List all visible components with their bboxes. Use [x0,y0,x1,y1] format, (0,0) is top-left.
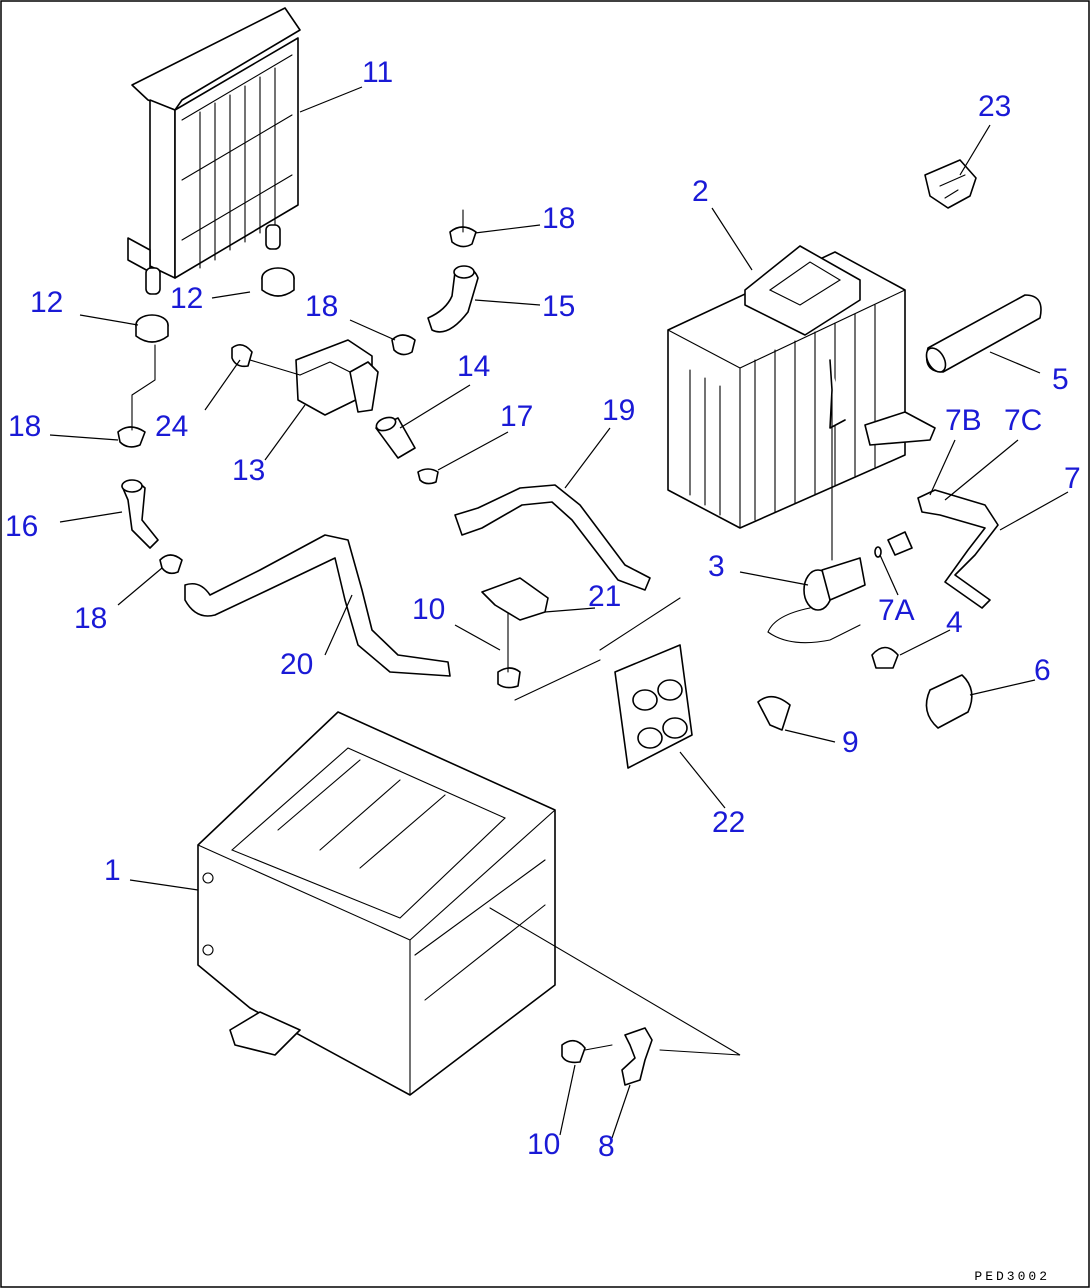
callout-7c: 7C [1004,404,1043,437]
part-18-clamp-d [159,554,183,575]
callout-12: 12 [170,282,204,315]
callout-16: 16 [5,510,39,543]
callout-24: 24 [155,410,189,443]
callout-11: 11 [362,56,394,89]
callout-19: 19 [602,394,636,427]
callout-18: 18 [74,602,108,635]
callout-13: 13 [232,454,266,487]
drawing-code: PED3002 [974,1269,1050,1284]
callout-12: 12 [30,286,64,319]
callout-5: 5 [1052,363,1069,396]
part-20-hose [184,534,451,677]
leader-lines [49,86,1069,1139]
callout-3: 3 [708,550,725,583]
part-1-heater-case [197,711,556,1096]
callout-9: 9 [842,726,859,759]
part-7-pipe [874,489,999,609]
callout-15: 15 [542,290,576,323]
callout-4: 4 [946,606,963,639]
callout-7a: 7A [878,594,915,627]
callout-22: 22 [712,806,746,839]
callout-2: 2 [692,175,709,208]
part-14-hose [375,416,416,459]
callout-7b: 7B [945,404,982,437]
part-22-panel [514,597,693,769]
callout-7: 7 [1064,462,1081,495]
callout-18: 18 [542,202,576,235]
part-12-grommet-b [135,314,169,343]
part-13-water-valve [231,339,379,416]
part-12-grommet-a [261,267,295,297]
callout-6: 6 [1034,654,1051,687]
callout-10: 10 [412,593,446,626]
callout-18: 18 [8,410,42,443]
callout-20: 20 [280,648,314,681]
part-11-heater-core [127,7,301,295]
part-4-clip [871,646,899,669]
part-18-clamp-c [117,344,156,448]
callout-1: 1 [104,854,121,887]
callout-10: 10 [527,1128,561,1161]
part-17-clip [417,468,439,485]
callout-23: 23 [978,90,1012,123]
callout-17: 17 [500,400,534,433]
callout-14: 14 [457,350,491,383]
callout-8: 8 [598,1130,615,1163]
part-23-clip [924,159,977,209]
callout-21: 21 [588,580,622,613]
part-10-bolt-b [561,1039,613,1064]
part-9-clip [757,695,791,731]
callout-18: 18 [305,290,339,323]
part-8-clamp [489,907,741,1086]
part-19-hose [454,484,651,591]
part-18-clamp-a [449,209,477,248]
part-5-insulation [925,294,1042,373]
part-16-hose [121,479,159,549]
part-6-insulation [925,674,973,729]
part-18-clamp-b [391,334,416,356]
part-15-hose [427,265,479,333]
part-2-evaporator [667,245,936,529]
part-21-bracket [481,577,549,621]
part-3-expansion-valve [767,394,866,644]
